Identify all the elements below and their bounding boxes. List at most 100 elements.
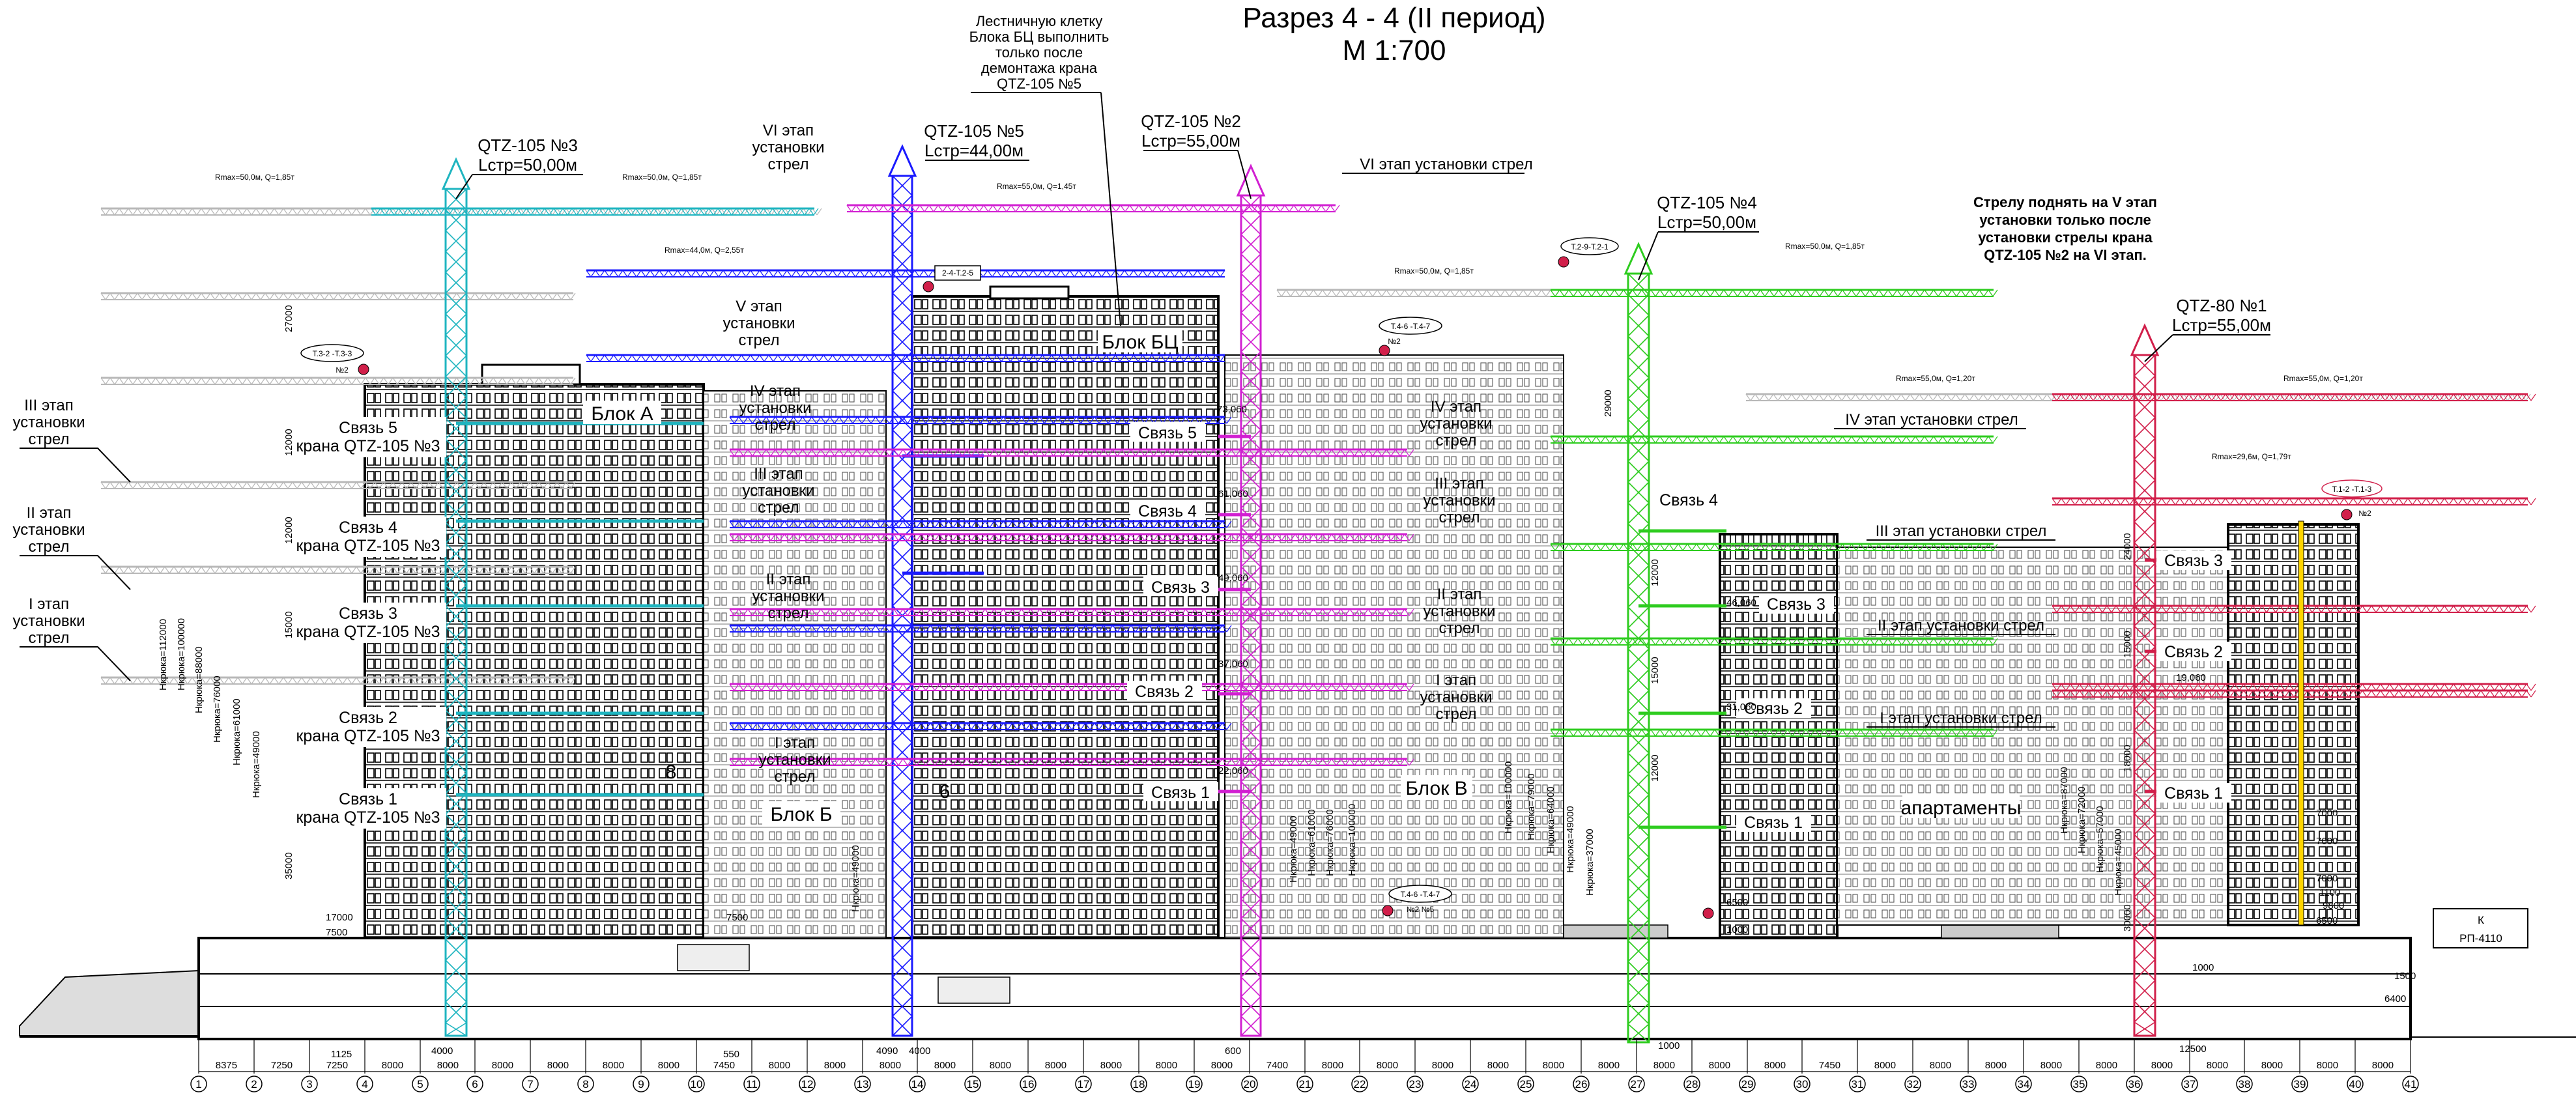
svyaz-bc-2: Связь 2 (1135, 683, 1194, 701)
dim-12500: 12500 (2179, 1044, 2207, 1055)
svyaz-left-5-l2: крана QTZ-105 №3 (296, 437, 440, 455)
crane-jib (2052, 683, 2536, 691)
crane-apex (441, 157, 471, 190)
dim-7500b: 7500 (726, 912, 748, 923)
dim-18000: 18000 (2122, 745, 2133, 772)
block-b (703, 390, 887, 939)
stair-note: Лестничную клетку Блока БЦ выполнить тол… (969, 13, 1121, 326)
axis-span: 8000 (1045, 1060, 1066, 1071)
crane-c5-name: QTZ-105 №5 (924, 121, 1024, 141)
axis-span: 8000 (1709, 1060, 1730, 1071)
stair-note-line-4: демонтажа крана (981, 60, 1098, 76)
stage-line-vi: VI этап установки стрел (1360, 156, 1532, 173)
warning-ladder (2298, 520, 2304, 926)
tag-t24: 2-4-Т.2-5 (942, 268, 973, 278)
axis-label: 22 (1354, 1078, 1366, 1090)
svyaz-v-4: Связь 4 (1659, 491, 1718, 509)
svyaz-right-1: Связь 1 (2164, 784, 2223, 803)
tag-t46b: Т.4-6 -Т.4-7 (1401, 890, 1440, 899)
crane-apex (887, 144, 917, 177)
crane-jib (2052, 497, 2536, 506)
stage-b-i-l1: I этап (1436, 672, 1476, 689)
stage-mid-ii-l2: установки (752, 588, 824, 605)
axis-bubble (356, 1076, 373, 1092)
rp-k: К (2478, 914, 2484, 926)
crane-c1-name: QTZ-80 №1 (2176, 296, 2267, 315)
stage-mid-v-l2: установки (723, 315, 795, 332)
axis-bubble (522, 1076, 539, 1092)
stage-left-3-l1: III этап (24, 397, 73, 414)
crane-c5-boom: Lстр=44,00м (924, 141, 1023, 160)
dim-17000: 17000 (326, 912, 353, 923)
axis-span: 8000 (1100, 1060, 1122, 1071)
apartments-label: апартаменты (1901, 797, 2022, 819)
axis-label: 31 (1852, 1078, 1864, 1090)
elev-73: 73,060 (1217, 404, 1247, 415)
stair-note-line-2: Блока БЦ выполнить (969, 29, 1109, 45)
axis-span: 8000 (769, 1060, 790, 1071)
axis-span: 8000 (2372, 1060, 2394, 1071)
axis-bubble (1573, 1076, 1590, 1092)
boom-note-line-3: установки стрелы крана (1978, 229, 2153, 246)
axis-label: 3 (306, 1078, 312, 1090)
axis-bubble (909, 1076, 926, 1092)
dim-4000b: 4000 (909, 1046, 930, 1057)
axis-span: 8000 (382, 1060, 403, 1071)
axis-span: 8000 (437, 1060, 459, 1071)
axis-span: 8000 (2261, 1060, 2283, 1071)
axis-bubble (2181, 1076, 2198, 1092)
stage-left-2-l3: стрел (29, 538, 70, 556)
hook-h61: Нкрюка=61000 (231, 698, 242, 765)
axis-label: 27 (1631, 1078, 1643, 1090)
crane-jib (1550, 289, 1998, 297)
svyaz-v-3: Связь 3 (1767, 595, 1825, 614)
dim-600: 600 (1225, 1046, 1241, 1057)
crane-jib (586, 269, 1225, 278)
elevations: 73,060 61,060 49,060 37,060 22,060 46,06… (1217, 404, 2206, 776)
axis-bubble (1739, 1076, 1756, 1092)
stage-line-i: I этап установки стрел (1880, 709, 2042, 727)
crane-c4 (1276, 242, 1998, 1044)
stage-left-3-l3: стрел (29, 431, 70, 448)
axis-bubble (2347, 1076, 2364, 1092)
axis-label: 34 (2018, 1078, 2030, 1090)
axis-bubble (743, 1076, 760, 1092)
crane-c1-boom: Lстр=55,00м (2172, 315, 2271, 335)
stage-b-ii-l1: II этап (1437, 586, 1482, 603)
axis-label: 40 (2349, 1078, 2362, 1090)
hook-h57: Нкрюка=57000 (2095, 806, 2106, 873)
stage-mid-vi-l2: установки (752, 139, 824, 156)
svyaz-v-1: Связь 1 (1744, 814, 1803, 832)
axis-bubble (964, 1076, 981, 1092)
crane-caption-c4: QTZ-105 №4 Lстр=50,00м (1638, 193, 1759, 281)
axis-span: 8000 (658, 1060, 680, 1071)
crane-jib (729, 533, 1414, 541)
tags: Т.3-2 -Т.3-3 №2 2-4-Т.2-5 Т.2-9-Т.2-1 Т.… (300, 237, 2502, 945)
axis-bubble (1241, 1076, 1258, 1092)
crane-jib (729, 624, 1232, 633)
stage-mid-ii-l1: II этап (766, 571, 811, 588)
boom-note: Стрелу поднять на V этап установки тольк… (1973, 194, 2157, 263)
stage-line-iv: IV этап установки стрел (1845, 411, 2018, 429)
dim-30000: 30000 (2122, 904, 2133, 932)
stage-b-iii-l3: стрел (1439, 509, 1480, 526)
block-bc (911, 285, 1220, 939)
hook-h112: Нкрюка=112000 (158, 619, 169, 691)
dim-1125: 1125 (331, 1049, 352, 1060)
block-six-label: 6 (939, 781, 951, 803)
svyaz-v-2: Связь 2 (1744, 700, 1803, 718)
dim-6500: 6500 (2316, 915, 2338, 926)
elev-19: 19,060 (2176, 672, 2206, 683)
crane-caption-c3: QTZ-105 №3 Lстр=50,00м (455, 135, 583, 199)
stair-note-line-3: только после (995, 44, 1083, 61)
dimensions: 27000 12000 12000 15000 35000 17000 7500… (283, 305, 2416, 1060)
hook-h87: Нкрюка=87000 (2059, 767, 2070, 834)
axis-label: 28 (1686, 1078, 1698, 1090)
crane-jib (100, 292, 576, 300)
hook-h49: Нкрюка=49000 (251, 731, 262, 798)
hook-h72: Нкрюка=72000 (2076, 786, 2087, 853)
axis-span: 8000 (2096, 1060, 2117, 1071)
tag-t46b-no: №2 №5 (1407, 905, 1435, 914)
stage-b-iv-l2: установки (1420, 415, 1492, 433)
